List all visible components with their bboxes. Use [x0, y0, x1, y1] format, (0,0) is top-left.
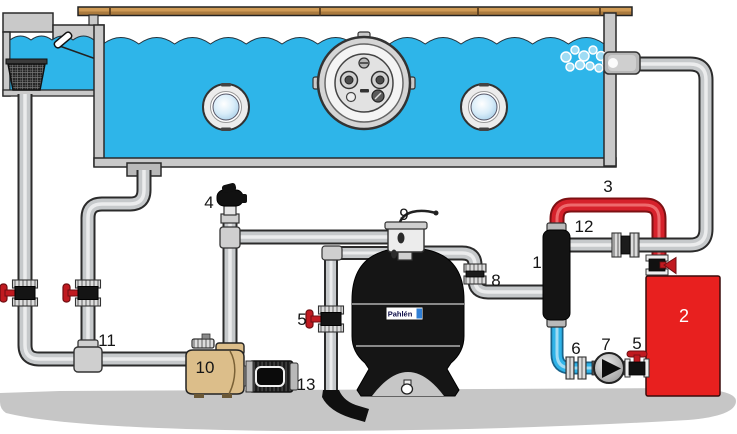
- skimmer-basket: [7, 63, 46, 91]
- skimmer: [2, 12, 105, 97]
- boiler-feed-valve: [624, 350, 650, 378]
- skimmer-weir-flap: [53, 31, 73, 49]
- filter-feed-pipe: [219, 226, 404, 249]
- circulation-pump: [591, 352, 630, 384]
- boiler-inlet-valve: [645, 254, 677, 276]
- callout-return-union: 12: [575, 217, 594, 236]
- pool-wall-left: [93, 24, 105, 167]
- drain-line-valve: [62, 279, 102, 307]
- union-coupling: [565, 356, 587, 380]
- wooden-deck: [77, 6, 633, 17]
- callout-multiport-valve: 9: [399, 205, 408, 224]
- filter-brand-plate: [385, 306, 424, 321]
- filter-outlet-union: [463, 263, 487, 285]
- waste-outlet-elbow: [322, 390, 369, 422]
- skimmer-suction-pipe: [17, 94, 192, 367]
- check-valve: [216, 182, 247, 224]
- pool-light-right: [460, 83, 508, 131]
- main-drain-pipe: [80, 170, 152, 358]
- waste-pipe: [321, 245, 398, 393]
- pool-wall-right: [603, 12, 617, 167]
- filter-brand-text: Pahlén: [388, 310, 413, 319]
- pool-floor: [93, 157, 617, 168]
- pump-motor: [245, 360, 299, 393]
- callout-waste-drain: 13: [297, 375, 316, 394]
- callout-check-valve: 4: [204, 193, 213, 212]
- heat-exchanger: [542, 222, 571, 328]
- callout-filter-outlet-union: 8: [491, 271, 500, 290]
- callout-boiler-feed-valve: 5: [632, 334, 641, 353]
- return-union: [611, 232, 640, 258]
- callout-hot-water-pipe: 3: [603, 177, 612, 196]
- callout-union-coupling: 6: [571, 339, 580, 358]
- inlet-bubbles: [560, 45, 613, 73]
- filter-waste-valve: [305, 305, 345, 333]
- return-inlet-fitting: [603, 51, 641, 75]
- pool-return-pipe: [570, 56, 714, 253]
- valve-handle: [398, 209, 437, 223]
- boiler: [645, 275, 721, 397]
- callout-pool-pump: 10: [196, 358, 215, 377]
- filter-drain: [400, 383, 414, 395]
- hot-water-pipe: [549, 197, 667, 278]
- callout-boiler: 2: [679, 306, 689, 326]
- callout-suction-manifold: 11: [98, 331, 116, 350]
- callout-heat-exchanger: 1: [532, 253, 541, 272]
- callout-circulation-pump: 7: [601, 335, 610, 354]
- jet-swim-unit: [312, 31, 416, 131]
- suction-tee-fitting: [73, 339, 103, 373]
- pool-light-left: [202, 83, 250, 131]
- sand-filter: Pahlén: [351, 247, 465, 397]
- pool-pump: [185, 333, 299, 398]
- skimmer-line-valve: [0, 279, 39, 307]
- multiport-valve: [384, 209, 439, 261]
- callout-filter-waste-valve: 5: [297, 310, 306, 329]
